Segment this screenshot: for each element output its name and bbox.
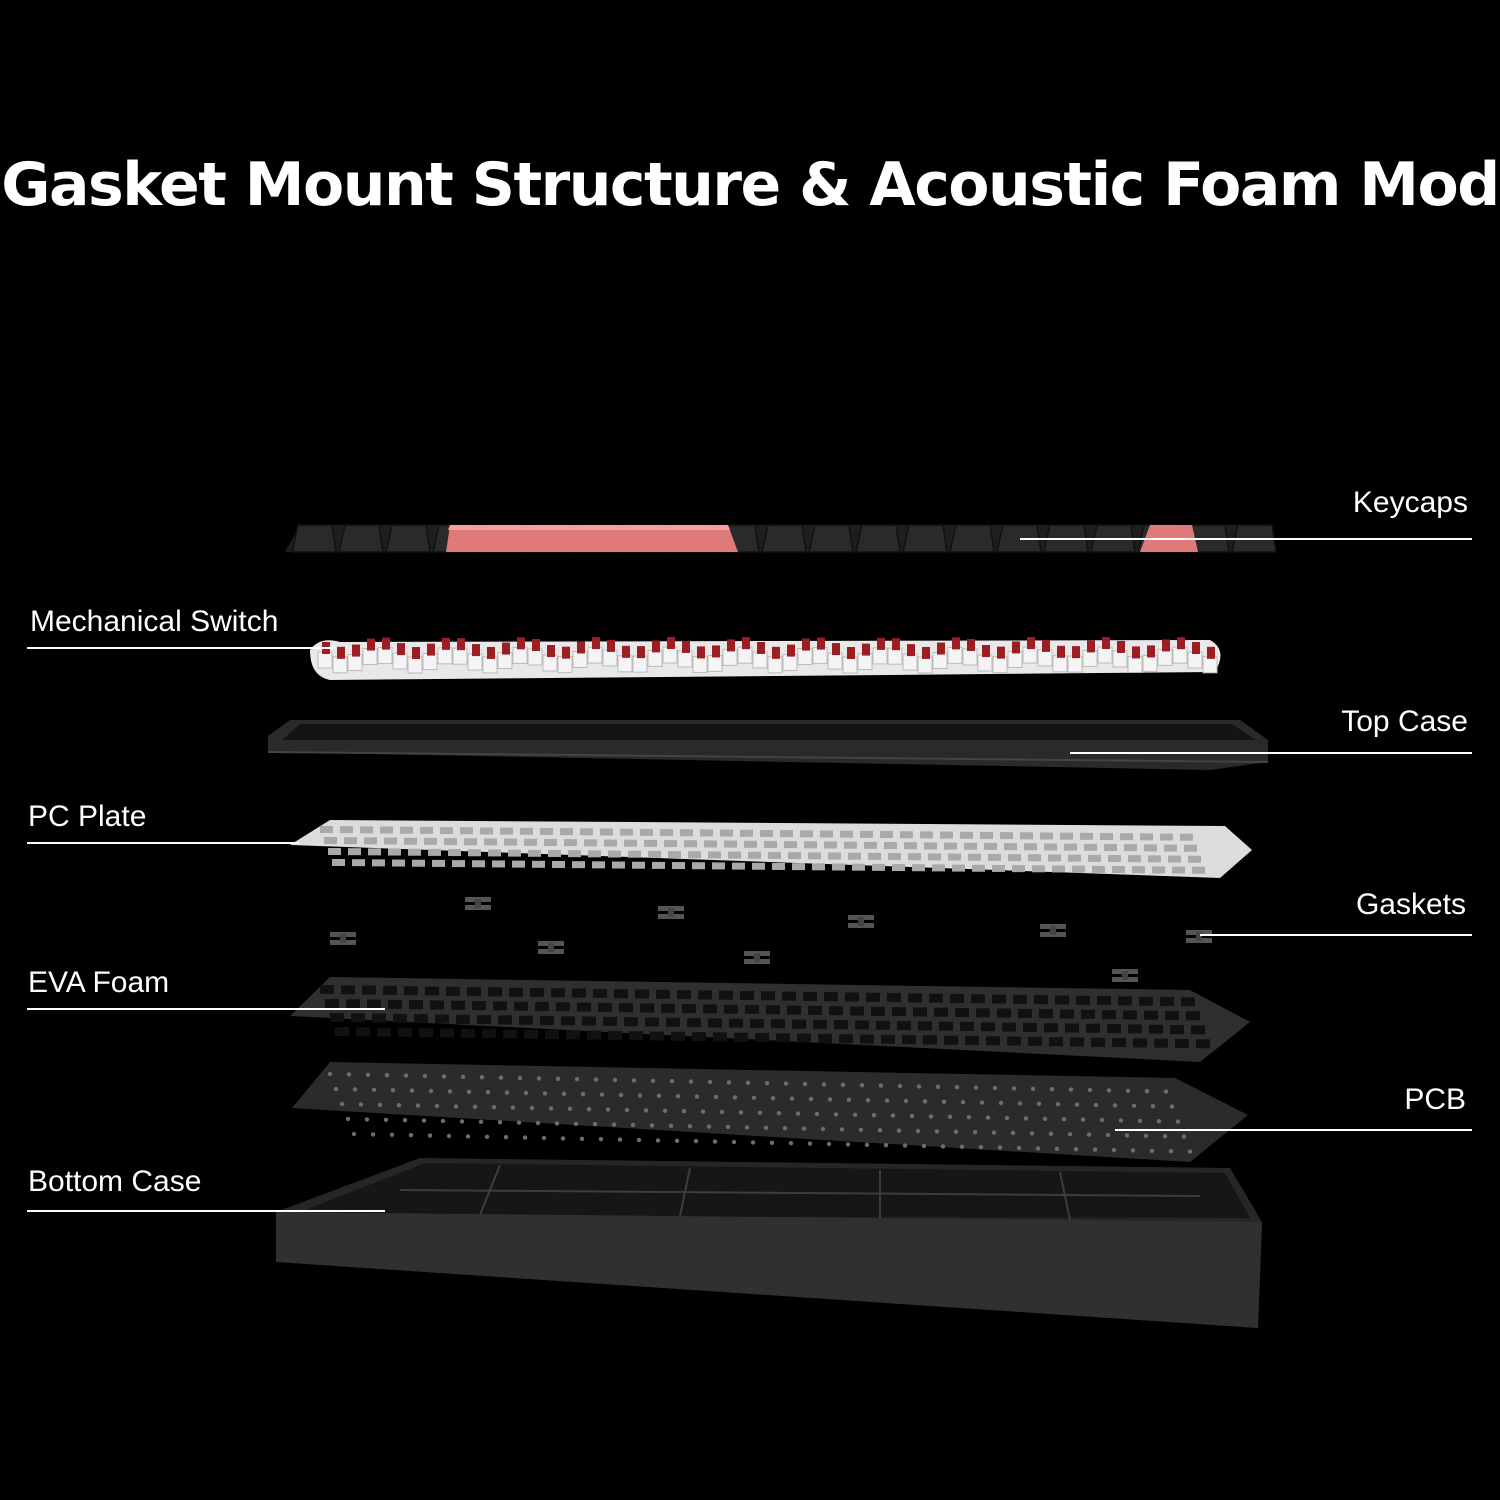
mechanical-switch-label: Mechanical Switch <box>30 605 279 638</box>
pc-plate-label: PC Plate <box>28 800 147 833</box>
pcb-layer <box>292 1062 1248 1162</box>
gaskets-label: Gaskets <box>1355 888 1466 921</box>
top-case-layer <box>267 720 1269 770</box>
eva-foam-layer <box>290 977 1250 1062</box>
pc-plate-layer <box>290 820 1252 878</box>
pcb-label: PCB <box>1404 1083 1466 1116</box>
bottom-case-layer <box>276 1158 1262 1328</box>
keycaps-label: Keycaps <box>1352 486 1468 519</box>
bottom-case-label: Bottom Case <box>28 1165 202 1198</box>
leader-lines <box>27 538 1472 1212</box>
eva-foam-label: EVA Foam <box>28 966 170 999</box>
keycaps-layer <box>285 524 1277 553</box>
top-case-label: Top Case <box>1341 705 1468 738</box>
gaskets-layer <box>330 897 1212 982</box>
switches-layer <box>310 637 1221 680</box>
spacebar-keycap <box>446 525 738 552</box>
page-title: Gasket Mount Structure & Acoustic Foam M… <box>1 150 1500 220</box>
